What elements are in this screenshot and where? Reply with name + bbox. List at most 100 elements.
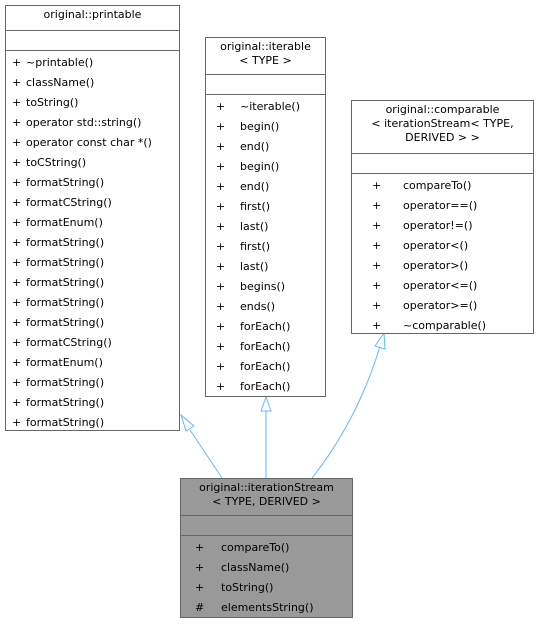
visibility-marker: +: [216, 280, 226, 293]
class-title-line: DERIVED > >: [405, 131, 480, 144]
visibility-marker: +: [12, 96, 22, 109]
visibility-marker: +: [216, 360, 226, 373]
operation: +begin(): [216, 157, 325, 177]
operation: + last(): [216, 257, 325, 277]
operation-name: end(): [240, 140, 270, 153]
visibility-marker: +: [216, 200, 226, 213]
class-title-line: < TYPE, DERIVED >: [212, 495, 321, 508]
operation: + formatString(): [12, 393, 179, 413]
operation-name: operator const char *(): [26, 136, 152, 149]
operation: + formatString(): [12, 313, 179, 333]
attributes-section: [352, 153, 533, 173]
visibility-marker: +: [216, 100, 226, 113]
visibility-marker: +: [372, 279, 382, 292]
operation: +~iterable(): [216, 97, 325, 117]
operation: + operator>(): [372, 256, 533, 276]
visibility-marker: +: [372, 259, 382, 272]
operation-name: className(): [221, 561, 290, 574]
operation-name: formatString(): [26, 176, 105, 189]
visibility-marker: +: [12, 316, 22, 329]
operation-name: formatString(): [26, 256, 105, 269]
operation: +forEach(): [216, 377, 325, 397]
visibility-marker: +: [12, 376, 22, 389]
visibility-marker: +: [372, 219, 382, 232]
operation-name: toCString(): [26, 156, 87, 169]
operation: + operator>=(): [372, 296, 533, 316]
operation-name: formatString(): [26, 416, 105, 429]
attributes-section: [6, 30, 179, 50]
visibility-marker: +: [12, 216, 22, 229]
operation-name: formatString(): [26, 296, 105, 309]
operations-section: + compareTo() + className() +toString() # e…: [181, 535, 352, 621]
class-iterationStream[interactable]: original::iterationStream < TYPE, DERIVE…: [180, 478, 353, 618]
operation: +operator==(): [372, 196, 533, 216]
class-title: original::iterationStream < TYPE, DERIVE…: [181, 479, 352, 515]
visibility-marker: +: [12, 156, 22, 169]
operation: + toCString(): [12, 153, 179, 173]
visibility-marker: +: [12, 416, 22, 429]
operation-name: compareTo(): [221, 541, 290, 554]
operation: +formatCString(): [12, 333, 179, 353]
operation-name: formatString(): [26, 316, 105, 329]
class-printable[interactable]: original::printable +~printable() +class…: [5, 5, 180, 431]
operation: + forEach(): [216, 337, 325, 357]
visibility-marker: +: [372, 319, 382, 332]
visibility-marker: +: [216, 340, 226, 353]
operation: +toString(): [195, 578, 352, 598]
visibility-marker: +: [195, 561, 205, 574]
visibility-marker: +: [216, 300, 226, 313]
visibility-marker: +: [372, 179, 382, 192]
visibility-marker: +: [216, 120, 226, 133]
operation: +formatString(): [12, 233, 179, 253]
class-iterable[interactable]: original::iterable < TYPE > +~iterable()…: [205, 37, 326, 397]
arrowhead-comparable: [374, 331, 386, 350]
visibility-marker: #: [195, 601, 205, 614]
operation: +compareTo(): [372, 176, 533, 196]
operation-name: elementsString(): [221, 601, 314, 614]
operation-name: end(): [240, 180, 270, 193]
visibility-marker: +: [195, 541, 205, 554]
operation-name: operator>(): [403, 259, 469, 272]
visibility-marker: +: [216, 380, 226, 393]
operations-section: +~iterable() +begin() +end() +begin() +e…: [206, 94, 325, 400]
class-title-line: original::iterable: [220, 40, 311, 53]
arrowhead-printable: [180, 413, 195, 432]
attributes-section: [181, 515, 352, 535]
visibility-marker: +: [12, 276, 22, 289]
edge-comparable: [311, 345, 381, 479]
operation: + operator<=(): [372, 276, 533, 296]
operation: +first(): [216, 237, 325, 257]
operation: + first(): [216, 197, 325, 217]
operation: +formatString(): [12, 253, 179, 273]
operation-name: toString(): [221, 581, 274, 594]
class-title-line: original::printable: [43, 8, 142, 21]
visibility-marker: +: [372, 299, 382, 312]
class-title: original::comparable < iterationStream< …: [352, 101, 533, 153]
operation-name: operator<=(): [403, 279, 478, 292]
operation-name: formatString(): [26, 396, 105, 409]
operation: +last(): [216, 217, 325, 237]
operation-name: formatString(): [26, 236, 105, 249]
operation: +~printable(): [12, 53, 179, 73]
operation: +operator<(): [372, 236, 533, 256]
operation: +operator std::string(): [12, 113, 179, 133]
visibility-marker: +: [12, 396, 22, 409]
arrowhead-iterable: [260, 395, 272, 412]
edge-printable: [189, 429, 223, 479]
attributes-section: [206, 74, 325, 94]
operation-name: operator>=(): [403, 299, 478, 312]
visibility-marker: +: [12, 136, 22, 149]
class-title: original::iterable < TYPE >: [206, 38, 325, 74]
operation: +formatEnum(): [12, 353, 179, 373]
operation: + operator const char *(): [12, 133, 179, 153]
operation-name: last(): [240, 260, 269, 273]
visibility-marker: +: [12, 56, 22, 69]
visibility-marker: +: [216, 260, 226, 273]
visibility-marker: +: [12, 116, 22, 129]
operation-name: first(): [240, 240, 271, 253]
operation-name: first(): [240, 200, 271, 213]
operation-name: forEach(): [240, 340, 291, 353]
class-comparable[interactable]: original::comparable < iterationStream< …: [351, 100, 534, 334]
visibility-marker: +: [216, 320, 226, 333]
operation-name: operator<(): [403, 239, 469, 252]
